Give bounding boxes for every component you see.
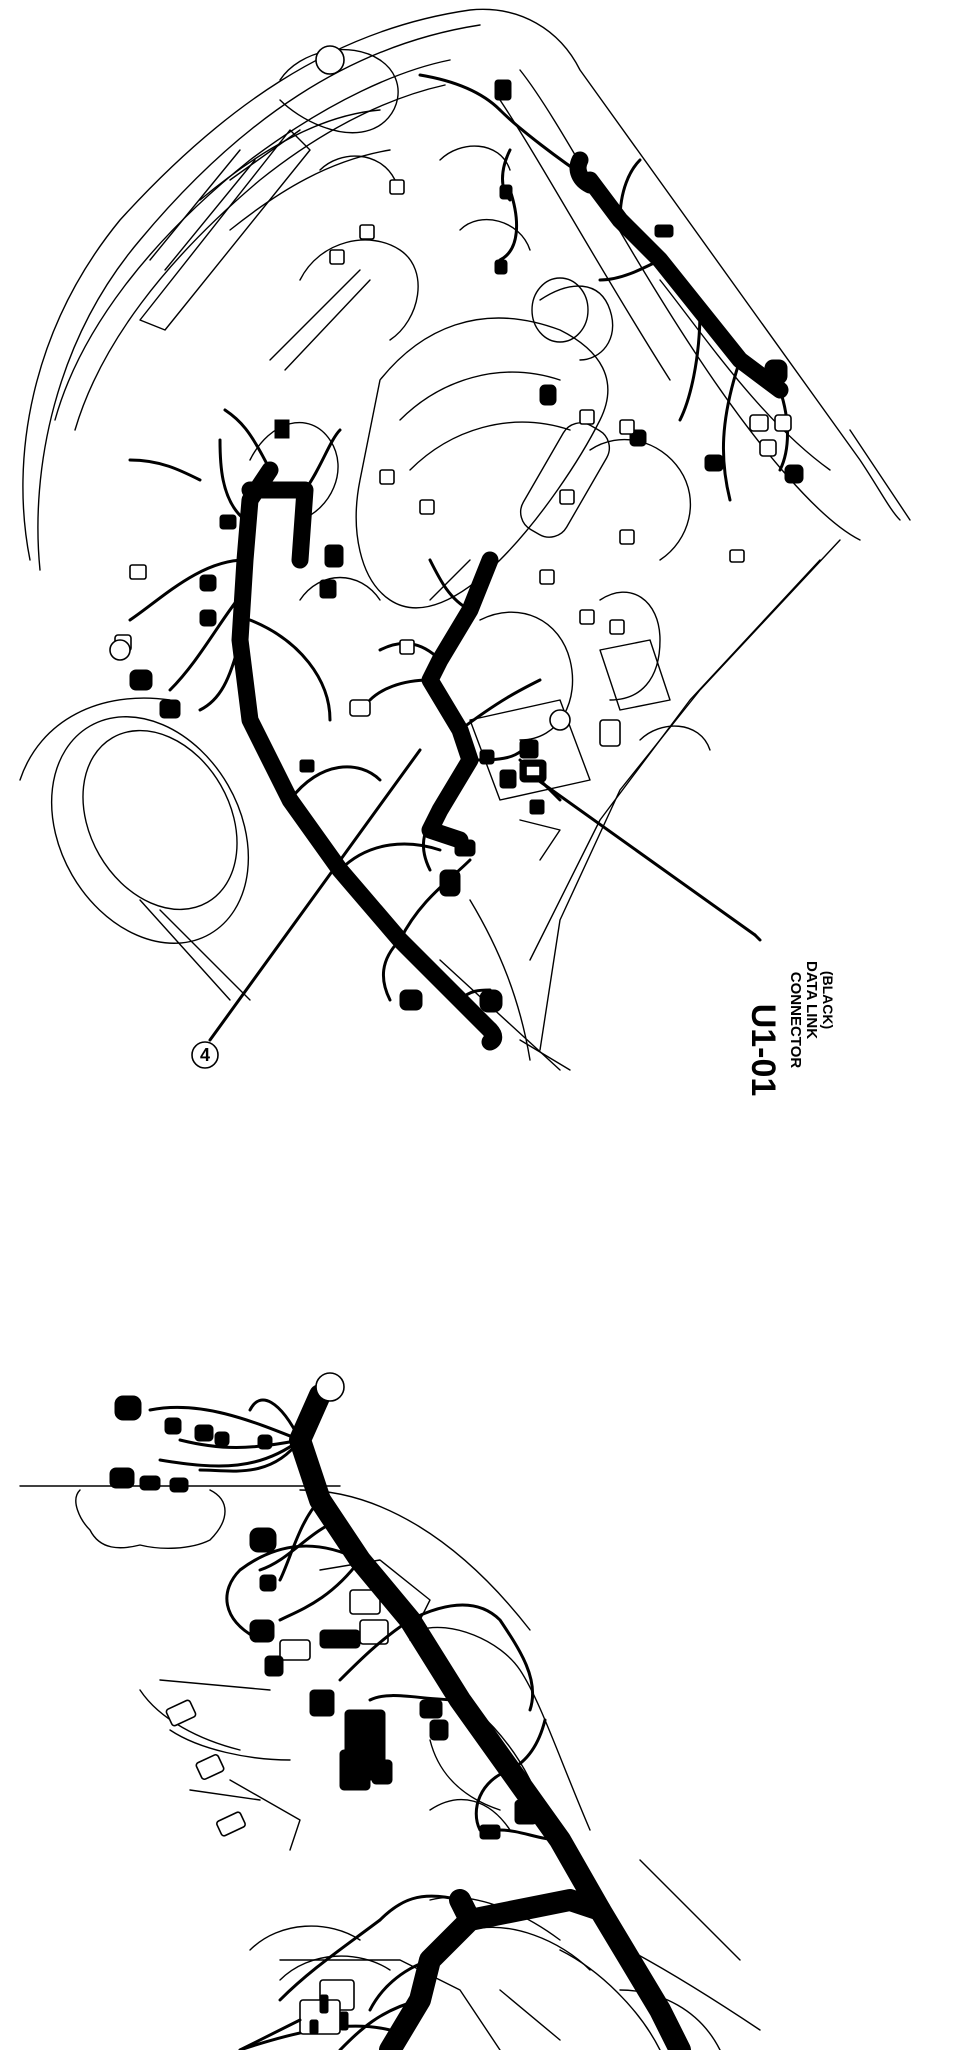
connector-code-text: U1-01	[744, 1004, 782, 1097]
radiator-support	[229, 48, 531, 251]
engine-block-outline	[249, 239, 711, 861]
connectors-top	[109, 45, 804, 1013]
data-link-connector-name: CONNECTOR	[787, 972, 804, 1069]
connector-name-line-2: CONNECTOR	[787, 972, 804, 1069]
callout-4-number: 4	[200, 1045, 210, 1065]
data-link-leader-tail	[753, 933, 762, 942]
callout-4-leader-line	[208, 748, 422, 1042]
main-harness-left	[231, 461, 503, 1051]
data-link-connector-label: U1-01	[744, 1004, 782, 1097]
data-link-connector-name-2: DATA LINK	[803, 961, 820, 1039]
dashboard-leader-line	[238, 2018, 302, 2050]
data-link-connector	[519, 759, 547, 783]
connector-color-text: (BLACK)	[820, 971, 836, 1029]
callout-4-circle	[191, 1041, 219, 1069]
dashboard-connectors	[109, 1372, 538, 2035]
data-link-connector-color: (BLACK)	[820, 971, 836, 1029]
dashboard-main-harness	[289, 1384, 691, 2050]
vehicle-body-outline	[19, 8, 911, 1071]
branch-wires-top	[128, 73, 789, 1002]
data-link-leader-line	[533, 776, 757, 937]
connector-name-line-1: DATA LINK	[803, 961, 820, 1039]
right-harness-front	[569, 151, 789, 399]
